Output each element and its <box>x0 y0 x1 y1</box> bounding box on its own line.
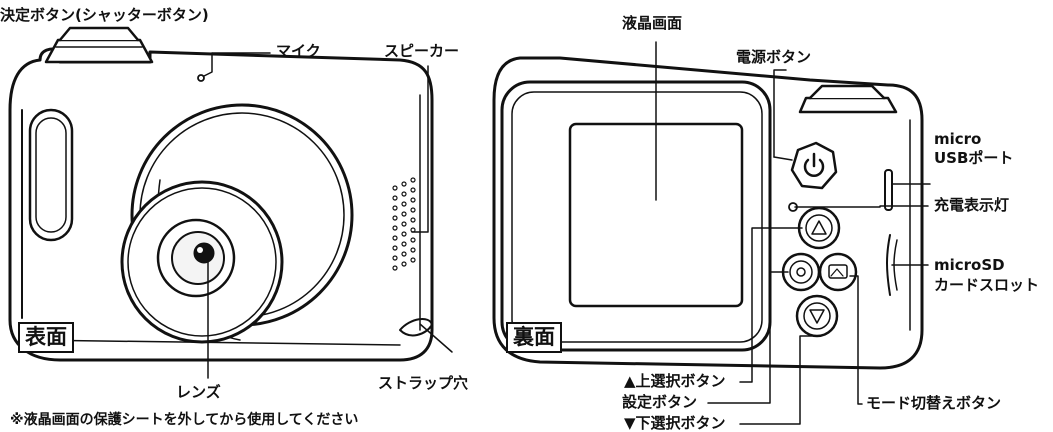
mode-button-label: モード切替えボタン <box>866 394 1002 412</box>
set-button-label: 設定ボタン <box>622 393 698 411</box>
strap-hole-label: ストラップ穴 <box>378 374 469 392</box>
up-button-label: ▲上選択ボタン <box>624 372 726 390</box>
shutter-button <box>44 26 154 64</box>
back-view-label: 裏面 <box>506 322 562 354</box>
power-button <box>790 141 838 190</box>
lcd-screen-label: 液晶画面 <box>622 14 683 32</box>
protective-sheet-note: ※液晶画面の保護シートを外してから使用してください <box>10 412 359 428</box>
lens-label: レンズ <box>176 383 221 401</box>
speaker-label: スピーカー <box>384 42 460 60</box>
usb-port <box>884 169 893 211</box>
front-lens <box>120 103 354 344</box>
power-button-label: 電源ボタン <box>736 48 812 66</box>
front-view-label: 表面 <box>18 322 74 354</box>
front-grip <box>28 108 74 242</box>
mic-label: マイク <box>276 42 321 60</box>
shutter-button-label: 決定ボタン(シャッターボタン) <box>0 6 209 24</box>
usb-port-label-line1: micro <box>934 130 982 148</box>
strap-hole <box>399 318 433 337</box>
usb-port-label-line2: USBポート <box>934 149 1014 167</box>
charge-led-label: 充電表示灯 <box>934 196 1010 214</box>
down-button <box>795 294 839 338</box>
speaker-grille <box>392 177 416 271</box>
sd-slot-label-line2: カードスロット <box>934 276 1040 294</box>
mode-button <box>818 252 858 292</box>
mic-hole <box>197 74 205 82</box>
sd-slot-label-line1: microSD <box>934 256 1005 274</box>
sd-slot <box>886 234 891 296</box>
front-camera <box>8 26 453 379</box>
back-shutter-button <box>798 84 898 114</box>
up-button <box>797 206 841 250</box>
back-camera <box>492 41 931 425</box>
down-button-label: ▼下選択ボタン <box>624 414 726 432</box>
